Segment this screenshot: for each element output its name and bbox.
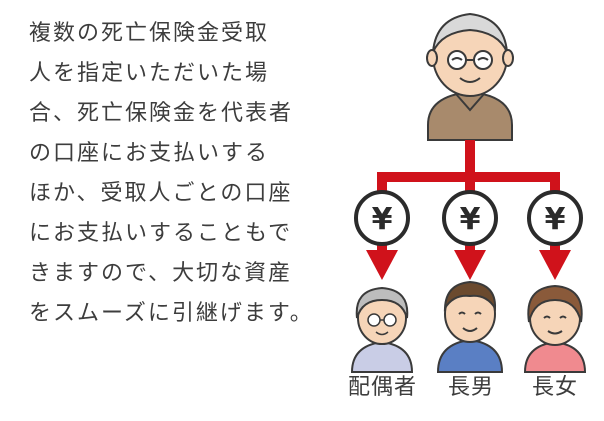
description-line: をスムーズに引継げます。	[29, 301, 314, 326]
payout-diagram: ¥ ¥ ¥	[336, 0, 604, 417]
payout-diagram-svg: ¥ ¥ ¥	[350, 12, 587, 373]
yen-coin-left: ¥	[354, 190, 410, 246]
description-line: 複数の死亡保険金受取	[29, 21, 270, 46]
daughter-illustration	[523, 284, 587, 373]
grandfather-illustration	[426, 12, 514, 141]
description-line: きますので、大切な資産	[29, 261, 293, 286]
yen-coin-right: ¥	[527, 190, 583, 246]
yen-symbol: ¥	[545, 202, 566, 237]
description-line: の口座にお支払いする	[29, 141, 270, 166]
yen-coin-center: ¥	[442, 190, 498, 246]
description-text: 複数の死亡保険金受取 人を指定いただいた場 合、死亡保険金を代表者 の口座にお支…	[29, 14, 329, 334]
recipient-label-daughter: 長女	[532, 375, 579, 400]
description-line: 人を指定いただいた場	[29, 61, 270, 86]
spouse-illustration	[350, 286, 414, 373]
recipient-label-spouse: 配偶者	[348, 375, 418, 400]
description-line: 合、死亡保険金を代表者	[29, 101, 294, 126]
description-line: にお支払いすることもで	[29, 221, 293, 246]
son-illustration	[436, 280, 504, 373]
yen-symbol: ¥	[372, 202, 393, 237]
description-line: ほか、受取人ごとの口座	[29, 181, 293, 206]
yen-symbol: ¥	[460, 202, 481, 237]
recipient-label-son: 長男	[448, 375, 495, 400]
